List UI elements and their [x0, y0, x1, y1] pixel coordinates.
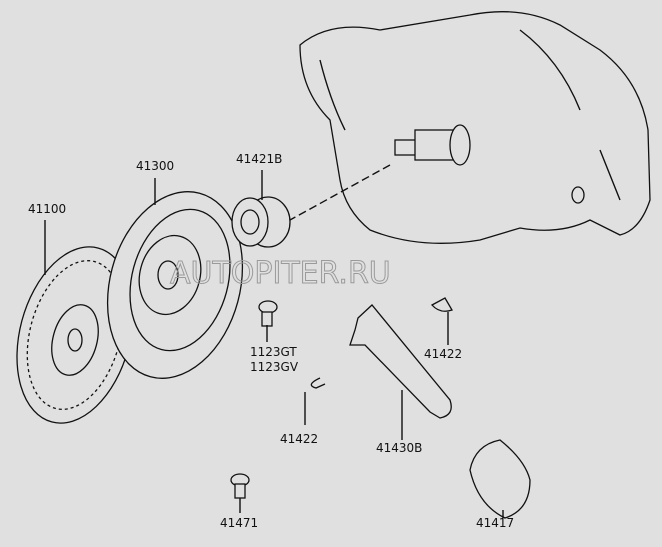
label-41100: 41100: [28, 202, 66, 216]
clip-left: [310, 377, 326, 389]
label-41471: 41471: [220, 516, 258, 530]
release-bearing: [231, 196, 291, 248]
pressure-plate: [106, 191, 244, 379]
release-fork: [349, 304, 452, 419]
pivot-bolt: [230, 473, 250, 499]
label-41422-right: 41422: [424, 347, 462, 361]
label-41417: 41417: [476, 516, 514, 530]
transmission-housing: [289, 11, 651, 244]
label-1123gt: 1123GT: [250, 345, 297, 359]
boot: [469, 439, 531, 519]
label-41300: 41300: [136, 159, 174, 173]
bolt: [258, 300, 278, 327]
watermark: AUTOPITER.RU: [170, 256, 391, 291]
label-41422-left: 41422: [280, 432, 318, 446]
label-41430b: 41430B: [376, 441, 422, 455]
label-1123gv: 1123GV: [250, 360, 299, 374]
label-41421b: 41421B: [236, 152, 282, 166]
clip-right: [430, 297, 453, 312]
